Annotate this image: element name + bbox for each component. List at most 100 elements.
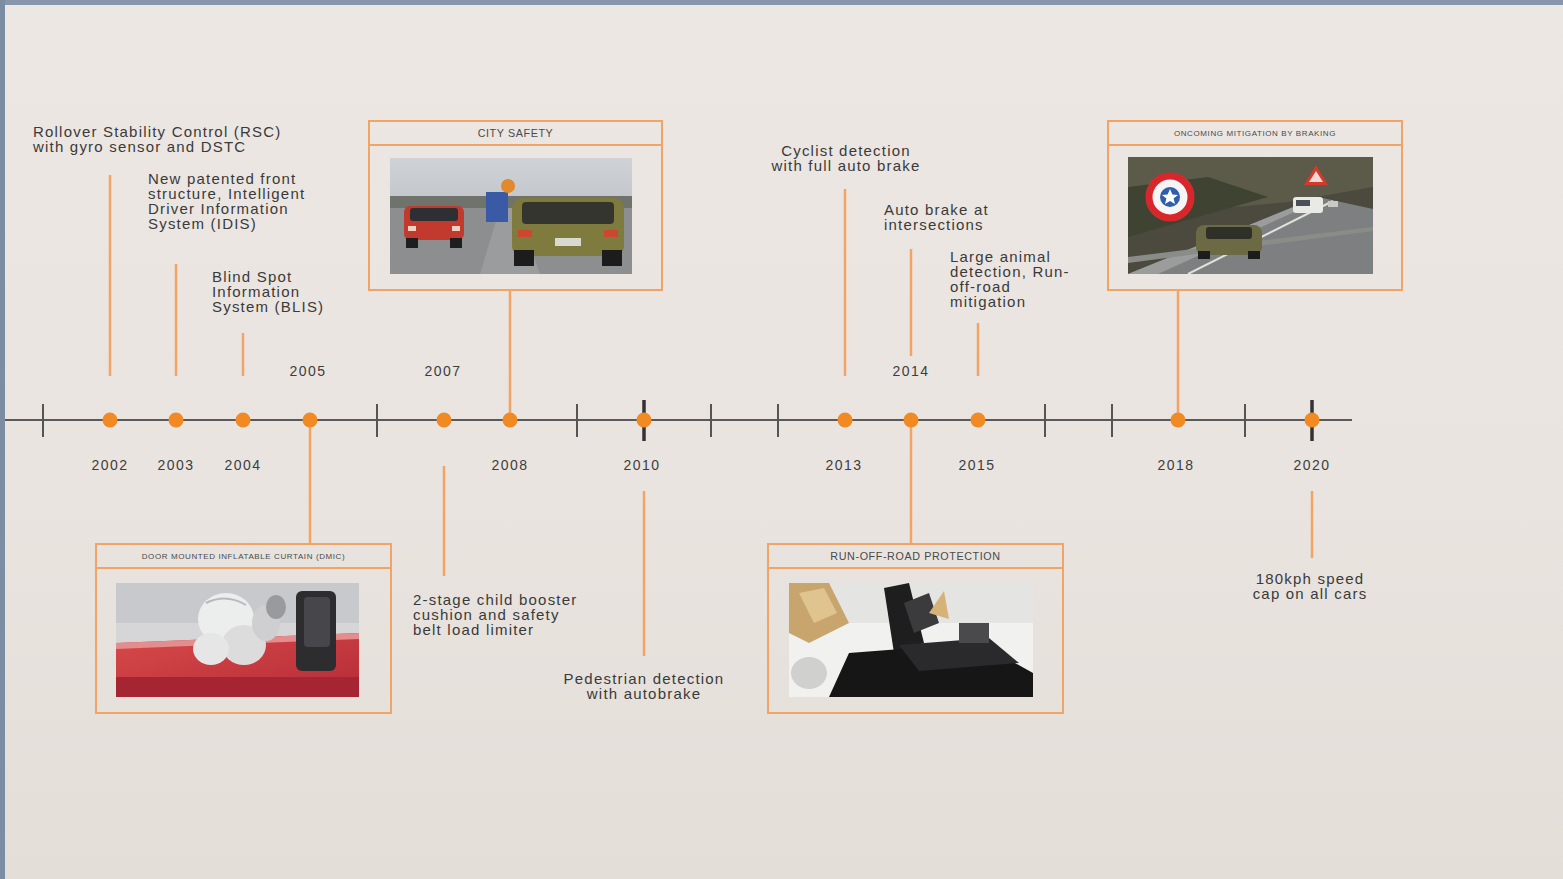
year-label: 2020 [1280, 458, 1344, 473]
year-label: 2004 [211, 458, 275, 473]
illustration-shape [410, 208, 458, 221]
illustration-shape [929, 591, 949, 619]
feature-note: Auto brake at intersections [884, 202, 1019, 232]
illustration-shape [303, 413, 318, 428]
illustration-shape [437, 413, 452, 428]
feature-note: Large animal detection, Run-off-road mit… [950, 249, 1080, 309]
illustration-shape [1149, 176, 1191, 218]
illustration-shape [1198, 251, 1210, 259]
frame-heading: DOOR MOUNTED INFLATABLE CURTAIN (DMIC) [97, 545, 390, 569]
illustration-shape [404, 206, 464, 240]
illustration-shape [1244, 404, 1246, 437]
year-label: 2013 [812, 458, 876, 473]
illustration-shape [1296, 200, 1310, 206]
illustration-shape [799, 588, 837, 623]
illustration-shape [509, 290, 512, 420]
illustration-shape [910, 249, 913, 356]
illustration-shape [236, 413, 251, 428]
illustration-shape [512, 198, 624, 256]
feature-note: 2-stage child booster cushion and safety… [413, 592, 588, 637]
illustration-shape [977, 323, 980, 376]
illustration-shape [576, 404, 578, 437]
car [1196, 225, 1262, 259]
illustration-shape [309, 420, 312, 544]
feature-note: Blind Spot Information System (BLIS) [212, 269, 352, 314]
feature-note: Cyclist detection with full auto brake [765, 143, 927, 173]
city-safety-photo [390, 158, 632, 274]
illustration-shape [193, 633, 229, 665]
illustration-shape [518, 230, 532, 237]
illustration-shape [296, 591, 336, 671]
illustration-shape [1293, 197, 1323, 213]
illustration-shape [1196, 225, 1262, 255]
frame-heading: ONCOMING MITIGATION BY BRAKING [1109, 122, 1401, 146]
red-car [404, 206, 464, 248]
illustration-shape [503, 413, 518, 428]
illustration-shape [789, 583, 849, 643]
illustration-shape [1162, 189, 1178, 204]
year-label: 2018 [1144, 458, 1208, 473]
timeline-dots [103, 413, 1320, 428]
illustration-shape [390, 158, 632, 274]
dmic-photo [116, 583, 359, 697]
illustration-shape [1171, 413, 1186, 428]
illustration-shape [408, 226, 416, 231]
illustration-shape [501, 179, 515, 193]
year-label: 2014 [879, 364, 943, 379]
feature-note: 180kph speed cap on all cars [1249, 571, 1371, 601]
year-label: 2002 [78, 458, 142, 473]
suv [512, 198, 624, 266]
illustration-shape [5, 419, 1352, 421]
year-label: 2015 [945, 458, 1009, 473]
illustration-shape [1044, 404, 1046, 437]
year-label: 2008 [478, 458, 542, 473]
illustration-shape [959, 623, 989, 643]
illustration-shape [637, 413, 652, 428]
illustration-shape [206, 598, 246, 605]
illustration-shape [844, 189, 847, 376]
illustration-shape [175, 264, 178, 376]
illustration-shape [266, 595, 286, 619]
illustration-shape [1328, 201, 1338, 207]
illustration-shape [1206, 227, 1252, 239]
illustration-shape [376, 404, 378, 437]
illustration-shape [838, 413, 853, 428]
illustration-shape [1177, 290, 1180, 420]
illustration-shape [514, 250, 534, 266]
illustration-shape [304, 597, 330, 647]
illustration-shape [1311, 491, 1314, 558]
illustration-shape [116, 677, 359, 697]
photo-frame: CITY SAFETY [368, 120, 663, 291]
illustration-shape [904, 413, 919, 428]
illustration-shape [1146, 173, 1194, 221]
illustration-shape [789, 583, 1033, 697]
illustration-shape [1248, 251, 1260, 259]
illustration-shape [242, 333, 245, 376]
illustration-shape [486, 192, 508, 222]
illustration-shape [42, 404, 44, 437]
warning-icon [1146, 173, 1194, 221]
illustration-shape [1111, 404, 1113, 437]
illustration-shape [109, 175, 112, 376]
illustration-shape [1304, 165, 1328, 185]
photo-frame: DOOR MOUNTED INFLATABLE CURTAIN (DMIC) [95, 543, 392, 714]
frame-heading: CITY SAFETY [370, 122, 661, 146]
year-label: 2005 [276, 364, 340, 379]
illustration-shape [710, 404, 712, 437]
illustration-shape [116, 583, 359, 697]
timeline-axis [5, 400, 1352, 441]
feature-note: Pedestrian detection with autobrake [554, 671, 734, 701]
photo-frame: ONCOMING MITIGATION BY BRAKING [1107, 120, 1403, 291]
oncoming-photo [1128, 157, 1373, 274]
oncoming-van [1293, 197, 1323, 213]
run-off-road-photo [789, 583, 1033, 697]
illustration-shape [1309, 171, 1323, 182]
illustration-shape [406, 238, 418, 248]
feature-note: Rollover Stability Control (RSC) with gy… [33, 124, 298, 154]
illustration-shape [644, 400, 1312, 441]
year-label: 2003 [144, 458, 208, 473]
frame-band [0, 0, 5, 879]
frame-heading: RUN-OFF-ROAD PROTECTION [769, 545, 1062, 569]
illustration-shape [522, 202, 614, 224]
year-label: 2007 [411, 364, 475, 379]
